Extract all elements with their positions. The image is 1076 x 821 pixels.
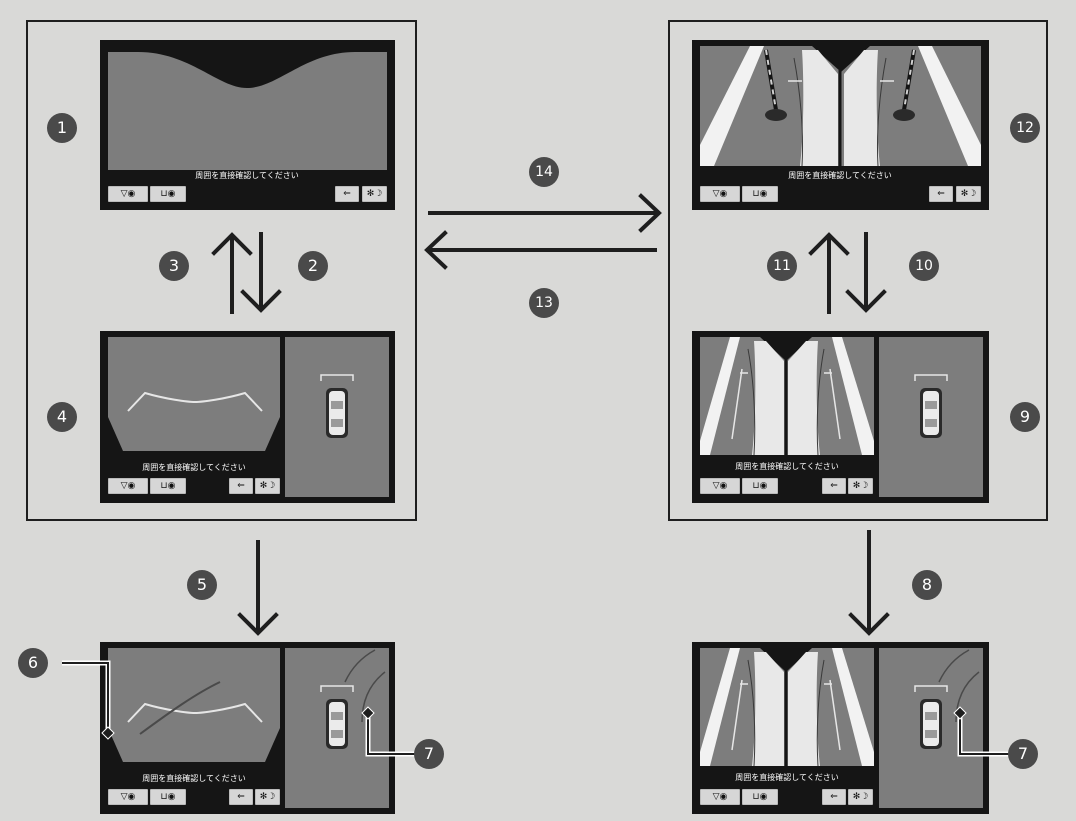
caption-text: 周囲を直接確認してください (735, 462, 839, 471)
brightness-icon: ✻☽ (259, 481, 276, 491)
caption-text: 周囲を直接確認してください (735, 773, 839, 782)
badge-11: 11 (767, 251, 797, 281)
caption-text: 周囲を直接確認してください (788, 171, 892, 180)
exit-button[interactable]: ⇐ (229, 789, 253, 805)
brightness-button[interactable]: ✻☽ (848, 478, 873, 494)
exit-button[interactable]: ⇐ (822, 478, 846, 494)
callout-marker-7b (953, 706, 967, 720)
callout-line-7a (367, 713, 418, 755)
camera-side-icon: ⊔◉ (160, 189, 176, 199)
exit-icon: ⇐ (937, 189, 945, 199)
front-camera-view (108, 52, 387, 170)
camera-side-icon: ⊔◉ (160, 792, 176, 802)
side-view-button[interactable]: ⊔◉ (150, 478, 186, 494)
brightness-icon: ✻☽ (852, 481, 869, 491)
camera-front-icon: ▽◉ (712, 189, 728, 199)
side-view-button[interactable]: ⊔◉ (742, 186, 778, 202)
front-view-button[interactable]: ▽◉ (700, 789, 740, 805)
exit-button[interactable]: ⇐ (335, 186, 359, 202)
badge-3: 3 (159, 251, 189, 281)
arrow-down-10-head (845, 289, 887, 313)
side-camera-view (700, 46, 981, 167)
front-top-guide-screen: 周囲を直接確認してください ▽◉ ⊔◉ ⇐ ✻☽ (100, 642, 395, 814)
arrow-down-2-head (240, 289, 282, 313)
arrow-left-13-head (424, 230, 448, 270)
badge-14: 14 (529, 157, 559, 187)
arrow-right-14-head (638, 193, 662, 233)
badge-5: 5 (187, 570, 217, 600)
camera-front-icon: ▽◉ (120, 189, 136, 199)
exit-icon: ⇐ (830, 792, 838, 802)
exit-icon: ⇐ (237, 481, 245, 491)
callout-marker-6 (101, 726, 115, 740)
side-camera-screen: 周囲を直接確認してください ▽◉ ⊔◉ ⇐ ✻☽ (692, 40, 989, 210)
badge-9: 9 (1010, 402, 1040, 432)
callout-line-7b (959, 713, 1012, 755)
brightness-button[interactable]: ✻☽ (362, 186, 387, 202)
camera-front-icon: ▽◉ (120, 792, 136, 802)
badge-10: 10 (909, 251, 939, 281)
brightness-icon: ✻☽ (960, 189, 977, 199)
badge-7-left: 7 (414, 739, 444, 769)
side-top-view-screen: 周囲を直接確認してください ▽◉ ⊔◉ ⇐ ✻☽ (692, 331, 989, 503)
exit-button[interactable]: ⇐ (822, 789, 846, 805)
arrow-down-5-head (237, 612, 279, 636)
brightness-button[interactable]: ✻☽ (255, 478, 280, 494)
brightness-button[interactable]: ✻☽ (255, 789, 280, 805)
side-top-guide-view (700, 648, 983, 808)
badge-13: 13 (529, 288, 559, 318)
caption-text: 周囲を直接確認してください (195, 171, 299, 180)
side-view-button[interactable]: ⊔◉ (742, 478, 778, 494)
badge-6: 6 (18, 648, 48, 678)
caption-text: 周囲を直接確認してください (142, 463, 246, 472)
camera-front-icon: ▽◉ (120, 481, 136, 491)
side-top-camera-view (700, 337, 983, 497)
front-top-view-screen: 周囲を直接確認してください ▽◉ ⊔◉ ⇐ ✻☽ (100, 331, 395, 503)
exit-icon: ⇐ (237, 792, 245, 802)
caption-text: 周囲を直接確認してください (142, 774, 246, 783)
camera-side-icon: ⊔◉ (752, 481, 768, 491)
badge-2: 2 (298, 251, 328, 281)
exit-icon: ⇐ (830, 481, 838, 491)
side-top-guide-screen: 周囲を直接確認してください ▽◉ ⊔◉ ⇐ ✻☽ (692, 642, 989, 814)
badge-12: 12 (1010, 113, 1040, 143)
brightness-button[interactable]: ✻☽ (956, 186, 981, 202)
camera-side-icon: ⊔◉ (752, 792, 768, 802)
arrow-up-11-head (808, 232, 850, 256)
camera-side-icon: ⊔◉ (160, 481, 176, 491)
front-top-guide-view (108, 648, 389, 808)
side-view-button[interactable]: ⊔◉ (742, 789, 778, 805)
front-camera-screen: 周囲を直接確認してください ▽◉ ⊔◉ ⇐ ✻☽ (100, 40, 395, 210)
arrow-down-8-head (848, 612, 890, 636)
camera-front-icon: ▽◉ (712, 792, 728, 802)
badge-7-right: 7 (1008, 739, 1038, 769)
front-view-button[interactable]: ▽◉ (700, 186, 740, 202)
front-top-camera-view (108, 337, 389, 497)
callout-line-6 (62, 662, 109, 733)
front-view-button[interactable]: ▽◉ (108, 186, 148, 202)
brightness-button[interactable]: ✻☽ (848, 789, 873, 805)
front-view-button[interactable]: ▽◉ (108, 478, 148, 494)
front-view-button[interactable]: ▽◉ (108, 789, 148, 805)
callout-marker-7a (361, 706, 375, 720)
camera-side-icon: ⊔◉ (752, 189, 768, 199)
badge-4: 4 (47, 402, 77, 432)
arrow-up-3-head (211, 232, 253, 256)
badge-1: 1 (47, 113, 77, 143)
badge-8: 8 (912, 570, 942, 600)
brightness-icon: ✻☽ (852, 792, 869, 802)
camera-front-icon: ▽◉ (712, 481, 728, 491)
side-view-button[interactable]: ⊔◉ (150, 789, 186, 805)
exit-button[interactable]: ⇐ (929, 186, 953, 202)
exit-icon: ⇐ (343, 189, 351, 199)
brightness-icon: ✻☽ (259, 792, 276, 802)
front-view-button[interactable]: ▽◉ (700, 478, 740, 494)
exit-button[interactable]: ⇐ (229, 478, 253, 494)
brightness-icon: ✻☽ (366, 189, 383, 199)
side-view-button[interactable]: ⊔◉ (150, 186, 186, 202)
